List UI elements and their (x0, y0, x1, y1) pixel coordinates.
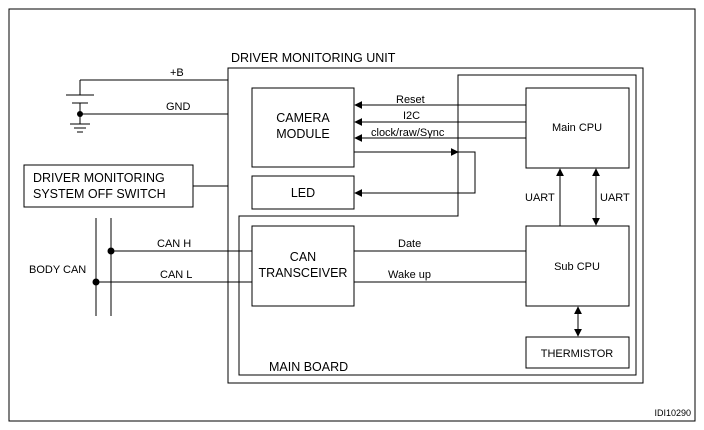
figure-id: IDI10290 (654, 408, 691, 418)
can-h-junction-dot (107, 247, 115, 255)
sub-cpu-label: Sub CPU (554, 261, 600, 273)
off-switch-block (23, 164, 194, 208)
off-switch-label-line2: SYSTEM OFF SWITCH (33, 187, 166, 201)
can-transceiver-label-line1: CAN (290, 250, 316, 264)
unit-title: DRIVER MONITORING UNIT (231, 51, 396, 65)
can-transceiver-label-line2: TRANSCEIVER (259, 266, 348, 280)
main-board-outline (238, 74, 637, 376)
uart-right-label: UART (600, 192, 630, 204)
camera-module-block (251, 87, 355, 168)
driver-monitoring-unit-box (227, 67, 644, 384)
can-h-label: CAN H (157, 238, 191, 250)
ground-junction-dot (77, 111, 83, 117)
reset-label: Reset (396, 94, 425, 106)
wake-up-label: Wake up (388, 269, 431, 281)
sub-cpu-block (525, 225, 630, 307)
thermistor-label: THERMISTOR (541, 348, 614, 360)
outer-frame (8, 8, 696, 422)
thermistor-block (525, 336, 630, 369)
uart-left-label: UART (525, 192, 555, 204)
main-cpu-label: Main CPU (552, 122, 602, 134)
i2c-label: I2C (403, 110, 420, 122)
camera-module-label-line1: CAMERA (276, 111, 330, 125)
camera-module-label-line2: MODULE (276, 127, 329, 141)
can-l-junction-dot (92, 278, 100, 286)
clock-label: clock/raw/Sync (371, 127, 445, 139)
ground-label: GND (166, 101, 191, 113)
can-transceiver-block (251, 225, 355, 307)
power-label: +B (170, 67, 184, 79)
main-board-label: MAIN BOARD (269, 360, 348, 374)
body-can-label: BODY CAN (29, 264, 86, 276)
led-block (251, 175, 355, 210)
led-label: LED (291, 186, 315, 200)
led-feedback-arrow (354, 151, 476, 197)
can-l-label: CAN L (160, 269, 192, 281)
main-cpu-block (525, 87, 630, 169)
off-switch-label-line1: DRIVER MONITORING (33, 171, 165, 185)
date-label: Date (398, 238, 421, 250)
